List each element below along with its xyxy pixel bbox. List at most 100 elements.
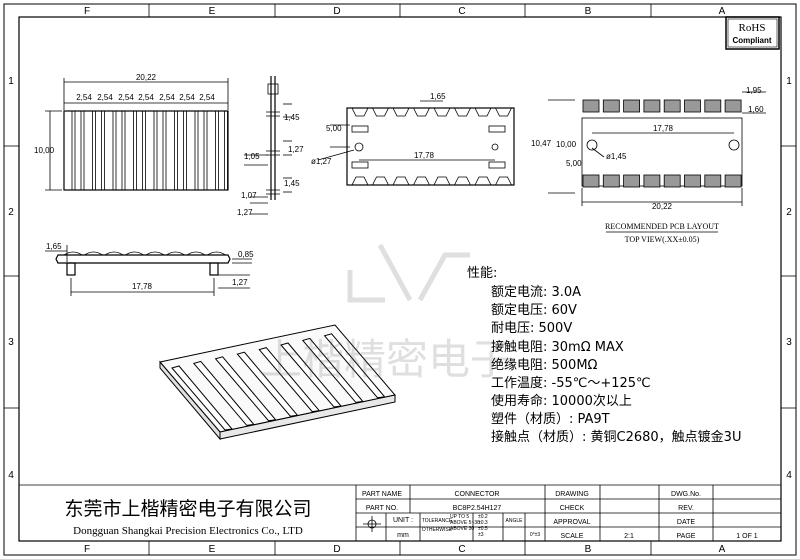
- dim-front-165: 1,65: [46, 242, 62, 251]
- dim-side-127: 1,27: [288, 145, 304, 154]
- dim-mid-1778: 17,78: [414, 151, 435, 160]
- dim-mid-165: 1,65: [430, 92, 446, 101]
- tab-bottom: [351, 176, 369, 186]
- dim-side-145b: 1,45: [284, 179, 300, 188]
- contact-bump: [145, 251, 165, 256]
- contact-bump: [104, 251, 124, 256]
- tol-range-3: ABOVE 30: [450, 526, 474, 532]
- pcb-pad-top: [582, 99, 600, 113]
- tab-bottom: [392, 176, 410, 186]
- company-name-cn: 东莞市上楷精密电子有限公司: [64, 498, 311, 520]
- tab-top: [495, 107, 512, 117]
- contact-bump: [125, 251, 144, 256]
- rohs-badge: RoHS Compliant: [725, 16, 780, 50]
- tab-bottom: [372, 176, 389, 186]
- rohs-title: RoHS: [739, 22, 766, 34]
- spec-block: 性能: 额定电流: 3.0A 额定电压: 60V 耐电压: 500V 接触电阻:…: [467, 266, 741, 445]
- pcb-pad-top: [602, 99, 620, 113]
- iso-contact: [171, 365, 233, 431]
- dim-pitch: 2,54: [97, 93, 113, 102]
- col-label-bottom: E: [209, 544, 216, 555]
- dim-pitch: 2,54: [138, 93, 154, 102]
- dim-mid-hole: ø1,27: [311, 157, 332, 166]
- pcb-layout-subtitle: TOP VIEW(.XX±0.05): [625, 235, 700, 244]
- row-label-right: 1: [786, 76, 792, 87]
- dim-pitch: 2,54: [179, 93, 195, 102]
- contact-bump: [166, 251, 185, 256]
- tolerance-label: TOLERANCE: [422, 518, 453, 524]
- tol-value-1: ±0.2: [478, 514, 488, 520]
- row-label-right: 4: [786, 470, 792, 481]
- contact-blade: [215, 110, 228, 191]
- company-name-en: Dongguan Shangkai Precision Electronics …: [73, 525, 303, 537]
- col-label-bottom: F: [84, 544, 90, 555]
- col-label-bottom: C: [458, 544, 465, 555]
- part-no-label: PART NO.: [366, 505, 398, 512]
- iso-contact: [214, 356, 277, 422]
- row-label-left: 4: [8, 470, 14, 481]
- contact-blade: [71, 110, 85, 191]
- pcb-pad-bottom: [724, 174, 742, 188]
- drawing-label: DRAWING: [555, 491, 589, 498]
- dim-pcb-2022: 20,22: [652, 202, 673, 211]
- tab-top: [392, 107, 410, 117]
- approval-label: APPROVAL: [553, 519, 590, 526]
- part-name-value: CONNECTOR: [455, 491, 500, 498]
- contact-bump: [186, 251, 206, 256]
- row-label-left: 2: [8, 207, 14, 218]
- iso-contact: [258, 347, 321, 413]
- angle-tol: 0°±3: [530, 532, 541, 538]
- dim-front-127: 1,27: [232, 278, 248, 287]
- pcb-pad-bottom: [582, 174, 600, 188]
- col-label-top: C: [458, 6, 465, 17]
- pcb-pad-bottom: [704, 174, 722, 188]
- pcb-pad-top: [724, 99, 742, 113]
- spec-line: 使用寿命: 10000次以上: [491, 393, 632, 409]
- pcb-pad-top: [623, 99, 640, 113]
- pcb-pad-bottom: [684, 174, 701, 188]
- rohs-subtitle: Compliant: [732, 36, 771, 45]
- dim-side-105: 1,05: [244, 152, 260, 161]
- dim-pitch: 2,54: [159, 93, 175, 102]
- dim-pcb-160: 1,60: [748, 105, 764, 114]
- tab-bottom: [474, 176, 492, 186]
- tab-top: [372, 107, 389, 117]
- dim-pcb-500: 5,00: [566, 159, 582, 168]
- pcb-layout-title: RECOMMENDED PCB LAYOUT: [605, 222, 719, 231]
- contact-blade: [194, 110, 208, 191]
- spec-line: 塑件（材质）: PA9T: [491, 412, 610, 427]
- pcb-pad-bottom: [643, 174, 661, 188]
- date-label: DATE: [677, 519, 695, 526]
- dim-pcb-1047: 10,47: [531, 139, 552, 148]
- angle-label: ANGLE: [506, 518, 524, 524]
- pcb-pad-top: [684, 99, 701, 113]
- iso-view: [159, 324, 396, 441]
- dim-pitch: 2,54: [199, 93, 215, 102]
- contact-blade: [153, 110, 167, 191]
- dim-pcb-1000: 10,00: [556, 140, 577, 149]
- tab-top: [351, 107, 369, 117]
- tol-range-1: UP TO 5: [450, 514, 469, 520]
- col-label-top: B: [585, 6, 592, 17]
- iso-contact: [280, 342, 342, 408]
- tab-bottom: [454, 176, 471, 186]
- tab-bottom: [413, 176, 430, 186]
- otherwise-label: OTHERWISE: [422, 527, 453, 533]
- col-label-top: A: [719, 6, 726, 17]
- col-label-top: D: [333, 6, 340, 17]
- part-no-value: BC8P2.54H127: [453, 505, 502, 512]
- contact-blade: [112, 110, 126, 191]
- page-value: 1 OF 1: [736, 533, 758, 540]
- top-view: [45, 78, 229, 191]
- row-label-left: 3: [8, 337, 14, 348]
- tab-bottom: [433, 176, 451, 186]
- tol-value-4: ±3: [478, 532, 484, 538]
- pcb-pad-top: [663, 99, 681, 113]
- row-label-right: 2: [786, 207, 792, 218]
- dim-pcb-hole: ø1,45: [606, 152, 627, 161]
- col-label-bottom: B: [585, 544, 592, 555]
- bottom-view: [317, 100, 515, 186]
- col-label-bottom: D: [333, 544, 340, 555]
- dim-side-127b: 1,27: [237, 208, 253, 217]
- title-block: [19, 484, 781, 541]
